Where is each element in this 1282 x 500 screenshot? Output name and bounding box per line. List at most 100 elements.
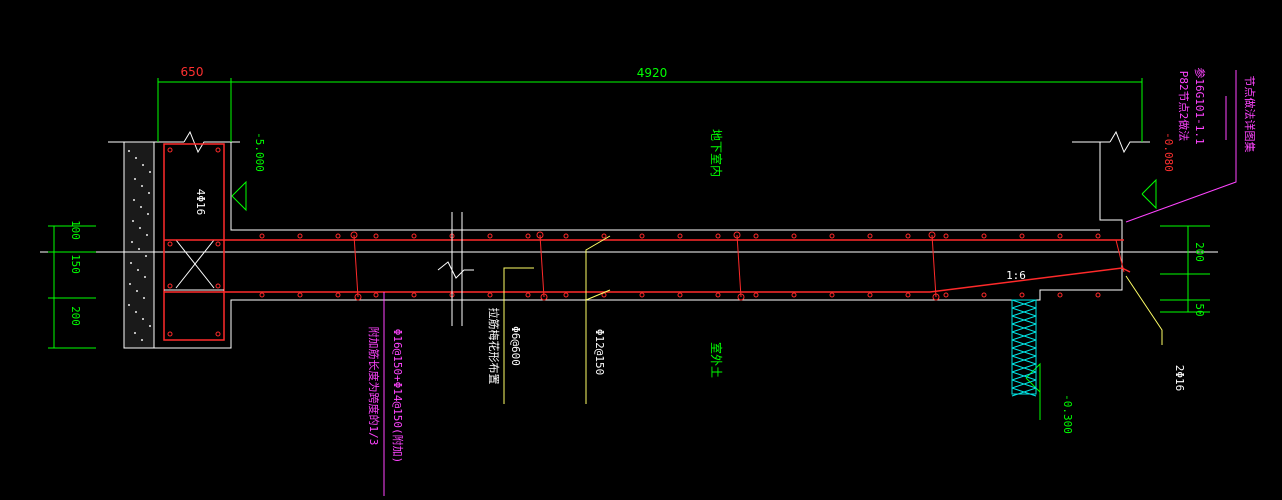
top-bar-section: [335, 233, 341, 239]
tie-bar: [931, 234, 937, 298]
top-bar-section: [753, 233, 759, 239]
concrete-dot: [130, 262, 132, 264]
elevation-bottom-right: -0.300: [1061, 394, 1074, 434]
bottom-bar-section: [981, 292, 987, 298]
bottom-bar-section: [753, 292, 759, 298]
soil-hatch-line: [1011, 299, 1037, 309]
elevation-top-right: -0.080: [1162, 132, 1175, 172]
concrete-dot: [137, 269, 139, 271]
concrete-dot: [139, 227, 141, 229]
elev-marker-bottom: [1025, 362, 1041, 394]
top-bar-section: [867, 233, 873, 239]
leader-stirrup-bars: [1125, 275, 1163, 345]
soil-hatch-line: [1011, 363, 1037, 373]
tie-bar: [539, 234, 545, 298]
bottom-bar-section: [943, 292, 949, 298]
column-bar: [167, 283, 173, 289]
break-symbol-right: [1109, 130, 1150, 154]
dim-left-200: 200: [69, 306, 82, 326]
column-bar: [215, 147, 221, 153]
top-bar-section: [487, 233, 493, 239]
label-top-bars: Φ12@150: [593, 329, 606, 375]
bottom-bar-section: [639, 292, 645, 298]
dim-right-50: 50: [1193, 303, 1206, 316]
bottom-bar-section: [867, 292, 873, 298]
concrete-dot: [142, 318, 144, 320]
soil-hatch-line: [1011, 323, 1037, 333]
soil-hatch-line: [1011, 331, 1037, 341]
bottom-bar-section: [335, 292, 341, 298]
soil-hatch-line: [1011, 339, 1037, 349]
slab-outline: [153, 142, 1123, 349]
top-bar-section: [411, 233, 417, 239]
top-bar-section: [525, 233, 531, 239]
label-slope: 1:6: [1006, 269, 1026, 282]
bottom-bar-section: [525, 292, 531, 298]
top-bar-section: [1019, 233, 1025, 239]
bottom-bar-section: [1019, 292, 1025, 298]
soil-hatch-line: [1011, 371, 1037, 381]
soil-hatch-line: [1011, 315, 1037, 325]
soil-hatch-line: [1011, 355, 1037, 365]
top-bar-section: [943, 233, 949, 239]
column-bar: [215, 331, 221, 337]
concrete-dot: [146, 234, 148, 236]
concrete-dot: [136, 290, 138, 292]
label-underground-room: 地下室内: [709, 129, 724, 177]
tie-bar: [736, 234, 742, 298]
dim-wall-width: 650: [181, 65, 204, 79]
top-bar-section: [1057, 233, 1063, 239]
concrete-dot: [135, 157, 137, 159]
column-bar: [215, 283, 221, 289]
top-bar-section: [1095, 233, 1101, 239]
top-bar-section: [677, 233, 683, 239]
top-bar-section: [563, 233, 569, 239]
bottom-bar-section: [715, 292, 721, 298]
dim-left-150: 150: [69, 254, 82, 274]
bottom-bar-section: [373, 292, 379, 298]
bottom-bar-section: [1057, 292, 1063, 298]
reference-leader: [1125, 70, 1237, 223]
elev-marker-top-right: [1141, 178, 1157, 210]
concrete-hatch: [123, 141, 155, 349]
column-bar: [167, 241, 173, 247]
elevation-top-left: -5.000: [253, 132, 266, 172]
column-bar: [167, 331, 173, 337]
soil-hatch-line: [1011, 379, 1037, 389]
label-distribution-note: 拉筋梅花形布置: [487, 308, 501, 385]
tie-hook: [932, 293, 940, 301]
column-bar: [215, 241, 221, 247]
label-column-bars: 4Φ16: [194, 189, 207, 216]
top-bar-section: [639, 233, 645, 239]
top-bar-section: [981, 233, 987, 239]
bottom-bar-section: [297, 292, 303, 298]
tie-bar: [353, 234, 359, 298]
label-main-bars-note: 附加筋长度为跨度的1/3: [367, 327, 381, 446]
top-bar-section: [829, 233, 835, 239]
concrete-dot: [143, 297, 145, 299]
note-reference-3: 节点做法详图集: [1243, 76, 1257, 153]
soil-hatch-line: [1011, 347, 1037, 357]
top-bar-section: [905, 233, 911, 239]
concrete-dot: [141, 339, 143, 341]
column-stirrup: [163, 143, 225, 341]
dim-span: 4920: [637, 66, 668, 80]
note-reference-1: 参16G101-1.1: [1193, 67, 1207, 144]
tie-hook: [928, 231, 936, 239]
label-outdoor-soil: 室外土: [709, 342, 724, 378]
concrete-dot: [144, 276, 146, 278]
bottom-bar-section: [411, 292, 417, 298]
concrete-dot: [128, 150, 130, 152]
top-bar-section: [791, 233, 797, 239]
top-bar-section: [601, 233, 607, 239]
concrete-dot: [149, 325, 151, 327]
bottom-bar-section: [829, 292, 835, 298]
concrete-dot: [129, 283, 131, 285]
soil-hatch-line: [1011, 307, 1037, 317]
concrete-dot: [147, 213, 149, 215]
slab-top-outline: [230, 142, 1100, 231]
tie-hook: [536, 231, 544, 239]
soil-hatch-line: [1011, 387, 1037, 397]
leader-top-bars: [585, 235, 611, 404]
concrete-dot: [142, 164, 144, 166]
